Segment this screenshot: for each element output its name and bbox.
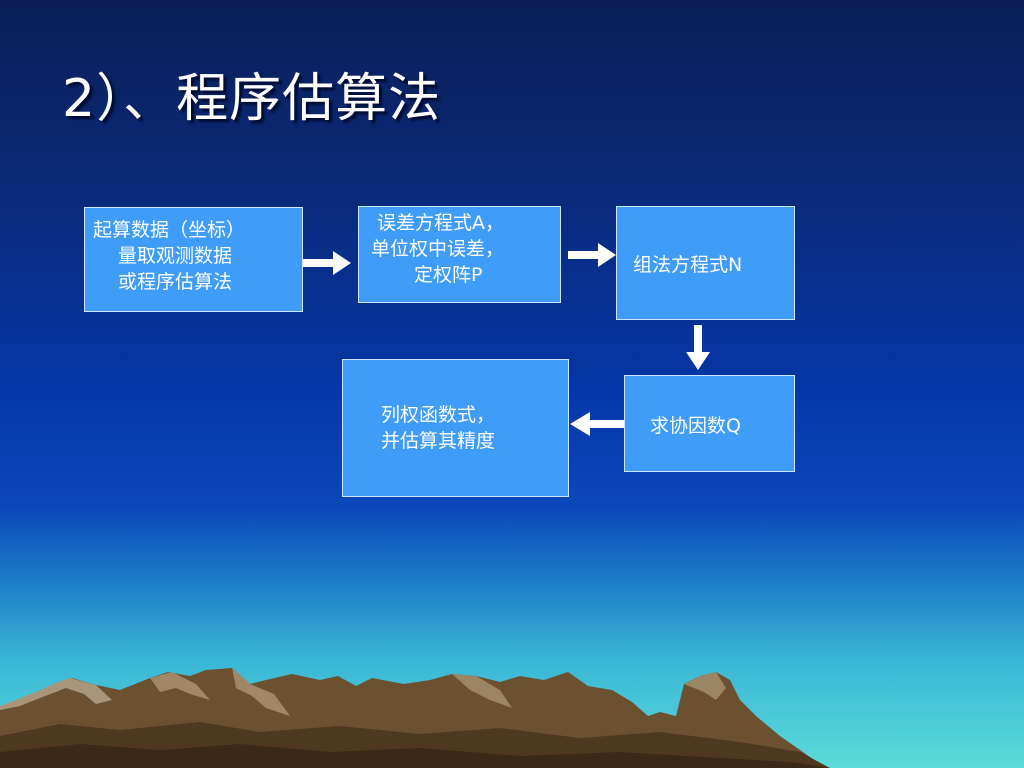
mountain-highlights-4 xyxy=(452,674,512,708)
flow-box-start-data-line-1: 起算数据（坐标） xyxy=(93,219,246,241)
flow-box-weight-function: 列权函数式， 并估算其精度 xyxy=(342,359,569,497)
mountain-highlights-3 xyxy=(232,668,290,716)
flow-box-start-data-line-3: 或程序估算法 xyxy=(118,271,233,293)
flow-box-normal-equations-line-1: 组法方程式N xyxy=(633,254,743,276)
flow-box-start-data: 起算数据（坐标） 量取观测数据 或程序估算法 xyxy=(84,207,303,312)
flow-box-error-equations-line-1: 误差方程式A， xyxy=(377,212,504,234)
flow-box-cofactor: 求协因数Q xyxy=(624,375,795,472)
mountain-highlights-2 xyxy=(150,672,210,700)
arrow-cofactor-to-weight xyxy=(570,412,624,436)
mountain-foreground xyxy=(0,744,830,768)
arrow-normal-to-cofactor xyxy=(686,325,710,370)
flow-box-error-equations: 误差方程式A， 单位权中误差， 定权阵P xyxy=(358,206,561,303)
mountain-highlights xyxy=(0,678,112,710)
flow-box-weight-function-line-1: 列权函数式， xyxy=(381,404,496,426)
flow-box-start-data-line-2: 量取观测数据 xyxy=(118,245,233,267)
slide-title: 2）、程序估算法 xyxy=(62,69,442,129)
arrow-start-to-error xyxy=(303,251,351,275)
arrow-error-to-normal xyxy=(568,243,616,267)
flow-box-weight-function-line-2: 并估算其精度 xyxy=(381,430,496,452)
mountain-highlights-5 xyxy=(684,672,726,700)
flow-box-error-equations-line-3: 定权阵P xyxy=(414,264,483,286)
flow-box-normal-equations: 组法方程式N xyxy=(616,206,795,320)
flow-box-error-equations-line-2: 单位权中误差， xyxy=(371,238,505,260)
flow-box-cofactor-line-1: 求协因数Q xyxy=(650,415,741,437)
